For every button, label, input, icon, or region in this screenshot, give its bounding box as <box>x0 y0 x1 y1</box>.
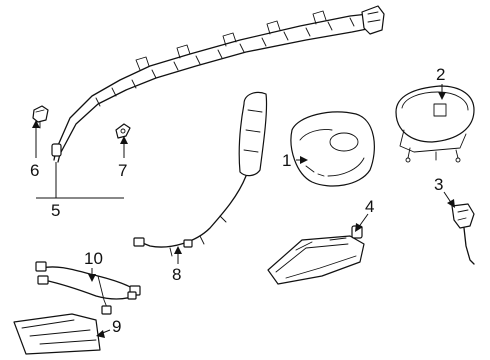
bracket-3 <box>451 203 475 265</box>
airbag-wiring-harness <box>35 261 141 315</box>
callout-1: 1 <box>282 151 291 170</box>
callout-2: 2 <box>436 65 445 84</box>
clockspring-harness <box>133 91 268 257</box>
driver-airbag-module <box>290 111 375 187</box>
callout-7: 7 <box>118 161 127 180</box>
bracket-7 <box>115 123 131 139</box>
callout-5: 5 <box>51 201 60 220</box>
callout-4: 4 <box>365 197 374 216</box>
callout-10: 10 <box>84 249 103 268</box>
leader-lines <box>32 84 455 338</box>
callout-8: 8 <box>172 265 181 284</box>
callout-3: 3 <box>434 175 443 194</box>
clip-6 <box>32 105 49 129</box>
curtain-airbag <box>51 5 385 163</box>
curtain-inflator <box>51 143 62 157</box>
callout-9: 9 <box>112 317 121 336</box>
knee-airbag <box>267 225 365 285</box>
seat-cushion-airbag <box>13 313 101 355</box>
passenger-airbag <box>395 85 475 163</box>
callout-6: 6 <box>30 161 39 180</box>
